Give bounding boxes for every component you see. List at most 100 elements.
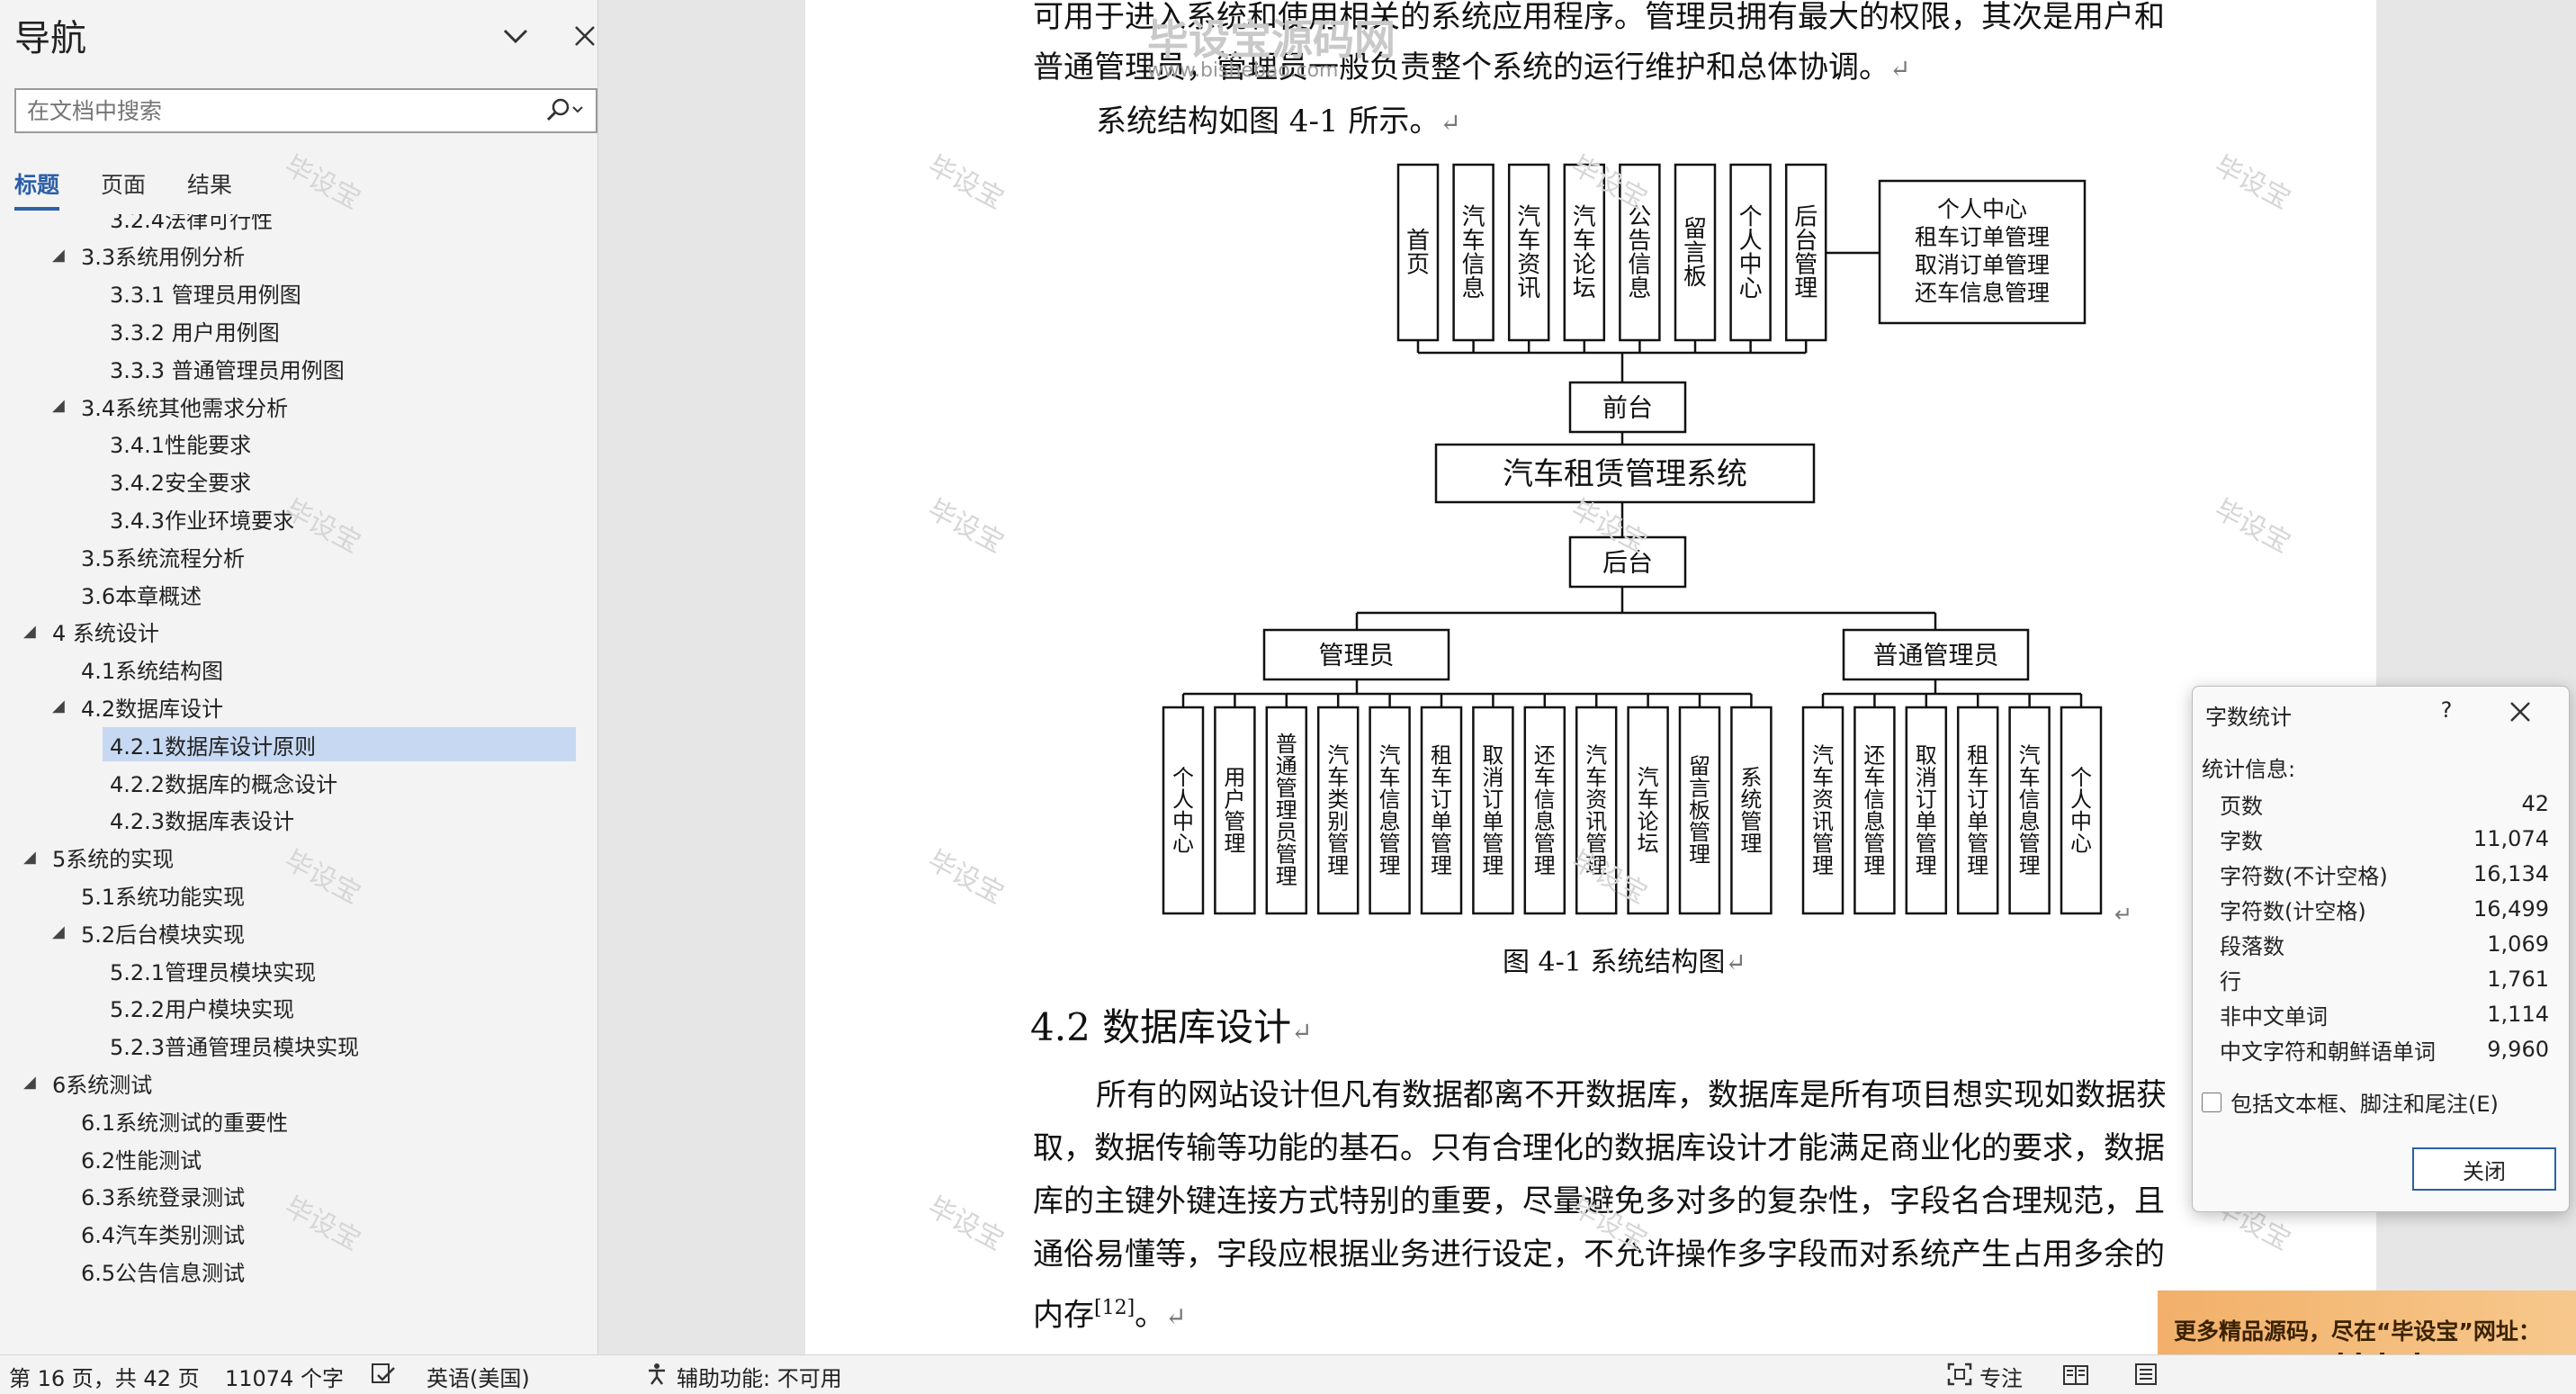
outline-item[interactable]: 6.1系统测试的重要性: [81, 1110, 289, 1136]
module-box: [1627, 706, 1669, 915]
citation[interactable]: [12]: [1094, 1297, 1135, 1319]
collapse-triangle-icon[interactable]: ◢: [52, 396, 65, 415]
outline-item[interactable]: 6.4汽车类别测试: [81, 1223, 246, 1249]
outline-item[interactable]: 3.4.2安全要求: [110, 471, 252, 497]
outline-item[interactable]: 3.6本章概述: [81, 583, 202, 609]
text: 普通管理员，管理员一般负责整个系统的运行维护和总体协调。: [1033, 49, 1889, 85]
accessibility-indicator[interactable]: 辅助功能: 不可用: [677, 1366, 842, 1391]
module-label: 个人中心: [2070, 765, 2092, 856]
include-textboxes-checkbox[interactable]: 包括文本框、脚注和尾注(E): [2202, 1086, 2499, 1118]
module-label: 汽车资讯管理: [1585, 742, 1607, 877]
module-box: [1472, 706, 1514, 915]
close-icon[interactable]: [2499, 696, 2542, 730]
accessibility-icon[interactable]: [646, 1363, 671, 1391]
outline-item[interactable]: 3.4.1性能要求: [110, 433, 252, 459]
close-button[interactable]: 关闭: [2412, 1147, 2556, 1191]
paragraph-line: 可用于进入系统和使用相关的系统应用程序。管理员拥有最大的权限，其次是用户和: [1033, 0, 2165, 44]
module-label: 个人中心: [1172, 765, 1194, 856]
outline-item[interactable]: 6系统测试: [52, 1072, 153, 1098]
tab-pages[interactable]: 页面: [101, 172, 147, 198]
paragraph-line: 内存[12]。↵: [1033, 1282, 1187, 1343]
outline-item[interactable]: 6.5公告信息测试: [81, 1260, 246, 1286]
collapse-triangle-icon[interactable]: ◢: [52, 697, 65, 716]
stat-row: 字符数(不计空格)16,134: [2220, 856, 2549, 892]
outline-item[interactable]: 4.2.3数据库表设计: [110, 809, 295, 835]
module-label: 首页: [1406, 228, 1430, 279]
collapse-triangle-icon[interactable]: ◢: [23, 847, 36, 867]
read-mode-icon[interactable]: [2062, 1363, 2089, 1391]
outline-item[interactable]: 4 系统设计: [52, 621, 159, 647]
module-box: [1214, 706, 1256, 915]
stat-value: 42: [2521, 791, 2549, 816]
proofing-icon[interactable]: [371, 1363, 396, 1391]
outline-item[interactable]: 4.2.2数据库的概念设计: [110, 771, 338, 797]
text: 所有的网站设计但凡有数据都离不开数据库，数据库是所有项目想实现如数据获: [1096, 1077, 2167, 1113]
paragraph-line: 普通管理员，管理员一般负责整个系统的运行维护和总体协调。↵: [1033, 41, 1910, 95]
collapse-triangle-icon[interactable]: ◢: [23, 621, 36, 641]
nav-search-input[interactable]: [25, 95, 529, 126]
paragraph-line: 所有的网站设计但凡有数据都离不开数据库，数据库是所有项目想实现如数据获: [1096, 1069, 2167, 1122]
stat-label: 行: [2220, 968, 2241, 994]
page-indicator[interactable]: 第 16 页，共 42 页: [9, 1366, 200, 1391]
collapse-triangle-icon[interactable]: ◢: [52, 922, 65, 942]
stat-label: 段落数: [2220, 933, 2284, 959]
module-box: [1905, 706, 1948, 915]
outline-item[interactable]: 3.3.2 用户用例图: [110, 319, 280, 346]
outline-item[interactable]: 4.2数据库设计: [81, 696, 224, 722]
stat-label: 中文字符和朝鲜语单词: [2220, 1039, 2436, 1065]
outline-tree: 3.2.4法律可行性 ◢ 3.3系统用例分析 3.3.1 管理员用例图 3.3.2 用户…: [0, 214, 597, 1353]
outline-item[interactable]: 4.1系统结构图: [81, 659, 224, 685]
module-box: [1575, 706, 1618, 915]
outline-item[interactable]: 6.2性能测试: [81, 1147, 202, 1174]
section-heading: 4.2 数据库设计↵: [1030, 997, 1313, 1052]
outline-item[interactable]: 5.2后台模块实现: [81, 922, 246, 948]
outline-item[interactable]: 3.2.4法律可行性: [110, 214, 274, 233]
outline-item[interactable]: 3.3系统用例分析: [81, 245, 246, 271]
module-box: [1956, 706, 1999, 915]
outline-item[interactable]: 3.3.1 管理员用例图: [110, 283, 301, 309]
outline-item[interactable]: 3.4系统其他需求分析: [81, 395, 289, 421]
focus-mode-button[interactable]: 专注: [1979, 1366, 2023, 1391]
collapse-triangle-icon[interactable]: ◢: [23, 1073, 36, 1093]
help-icon[interactable]: ?: [2440, 697, 2453, 723]
paragraph-line: 系统结构如图 4-1 所示。↵: [1096, 95, 1461, 149]
stat-value: 1,114: [2487, 1002, 2549, 1027]
outline-item[interactable]: 5.1系统功能实现: [81, 884, 246, 910]
outline-item[interactable]: 3.3.3 普通管理员用例图: [110, 357, 345, 383]
focus-icon[interactable]: [1947, 1363, 1972, 1391]
outline-item[interactable]: 4.2.1数据库设计原则: [103, 727, 576, 762]
print-layout-icon[interactable]: [2134, 1363, 2158, 1391]
stat-row: 中文字符和朝鲜语单词 9,960: [2220, 1031, 2549, 1067]
module-box: [1678, 706, 1721, 915]
chevron-down-icon[interactable]: [493, 18, 538, 54]
module-box: [1853, 706, 1896, 915]
word-count-indicator[interactable]: 11074 个字: [225, 1366, 344, 1391]
document-page[interactable]: 可用于进入系统和使用相关的系统应用程序。管理员拥有最大的权限，其次是用户和 普通…: [805, 0, 2376, 1354]
module-box: [1316, 706, 1360, 915]
close-icon[interactable]: [565, 16, 597, 56]
system-structure-diagram: 首页汽车信息汽车资讯汽车论坛公告信息留言板个人中心后台管理个人中心租车订单管理取…: [1162, 163, 2132, 927]
outline-item[interactable]: 5.2.3普通管理员模块实现: [110, 1035, 360, 1061]
stat-value: 16,499: [2473, 896, 2549, 922]
tab-headings[interactable]: 标题: [14, 172, 60, 198]
admin-box: [1262, 628, 1450, 681]
module-label: 还车信息管理: [1534, 742, 1556, 877]
language-indicator[interactable]: 英语(美国): [426, 1366, 530, 1391]
module-label: 取消订单管理: [1916, 742, 1937, 877]
checkbox[interactable]: [2202, 1092, 2221, 1112]
stat-label: 字数: [2220, 828, 2263, 854]
outline-item[interactable]: 6.3系统登录测试: [81, 1185, 246, 1211]
outline-item[interactable]: 3.4.3作业环境要求: [110, 508, 295, 534]
outline-item[interactable]: 5系统的实现: [52, 847, 175, 873]
outline-item[interactable]: 5.2.1管理员模块实现: [110, 959, 317, 985]
module-box: [1801, 706, 1844, 915]
outline-item[interactable]: 5.2.2用户模块实现: [110, 997, 295, 1023]
checkbox-label: 包括文本框、脚注和尾注(E): [2230, 1092, 2499, 1117]
paragraph-line: 库的主键外键连接方式特别的重要，尽量避免多对多的复杂性，字段名合理规范，且: [1033, 1175, 2165, 1228]
search-icon[interactable]: [538, 93, 588, 129]
frontend-label: 前台: [1602, 393, 1653, 423]
outline-item[interactable]: 3.5系统流程分析: [81, 545, 246, 571]
tab-results[interactable]: 结果: [187, 172, 233, 198]
stat-value: 9,960: [2487, 1037, 2549, 1062]
collapse-triangle-icon[interactable]: ◢: [52, 245, 65, 265]
